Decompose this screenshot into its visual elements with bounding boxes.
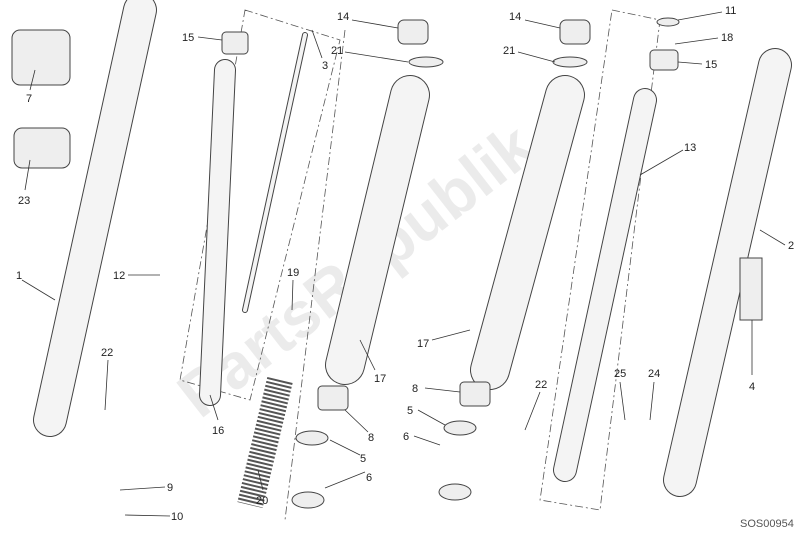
fork-leg-13 bbox=[553, 88, 657, 482]
seal-6 bbox=[291, 491, 325, 509]
callout-6: 6 bbox=[366, 472, 372, 484]
callout-14b: 14 bbox=[509, 11, 521, 23]
part-8 bbox=[317, 385, 349, 411]
part-14b bbox=[559, 19, 591, 45]
fork-leg-1 bbox=[33, 0, 157, 437]
part-8b bbox=[459, 381, 491, 407]
callout-2: 2 bbox=[788, 240, 794, 252]
part-15b bbox=[649, 49, 679, 71]
callout-21b: 21 bbox=[503, 45, 515, 57]
callout-7: 7 bbox=[26, 93, 32, 105]
group-outline-mid bbox=[284, 29, 346, 521]
callout-17: 17 bbox=[374, 373, 386, 385]
callout-19: 19 bbox=[287, 267, 299, 279]
drawing-code: SOS00954 bbox=[740, 518, 794, 530]
part-4 bbox=[739, 257, 763, 321]
callout-16: 16 bbox=[212, 425, 224, 437]
callout-13: 13 bbox=[684, 142, 696, 154]
callout-18: 18 bbox=[721, 32, 733, 44]
callout-21: 21 bbox=[331, 45, 343, 57]
callout-15b: 15 bbox=[705, 59, 717, 71]
callout-22b: 22 bbox=[535, 379, 547, 391]
group-outline-left bbox=[179, 9, 341, 401]
spring-20 bbox=[237, 376, 293, 509]
fork-leg-2 bbox=[663, 48, 792, 497]
fork-leg-12 bbox=[199, 59, 236, 406]
callout-3: 3 bbox=[322, 60, 328, 72]
part-23 bbox=[13, 127, 71, 169]
callout-14: 14 bbox=[337, 11, 349, 23]
callout-12: 12 bbox=[113, 270, 125, 282]
group-outline-right bbox=[539, 9, 661, 511]
callout-8b: 8 bbox=[412, 383, 418, 395]
callout-6b: 6 bbox=[403, 431, 409, 443]
oring-21b bbox=[552, 56, 588, 68]
fork-tube-17b bbox=[470, 75, 585, 390]
callout-11: 11 bbox=[725, 5, 736, 17]
callout-22: 22 bbox=[101, 347, 113, 359]
part-14 bbox=[397, 19, 429, 45]
callout-5: 5 bbox=[360, 453, 366, 465]
callout-8: 8 bbox=[368, 432, 374, 444]
seal-6b bbox=[438, 483, 472, 501]
fork-tube-17 bbox=[325, 75, 430, 385]
callout-15: 15 bbox=[182, 32, 194, 44]
callout-5b: 5 bbox=[407, 405, 413, 417]
callout-23: 23 bbox=[18, 195, 30, 207]
callout-25: 25 bbox=[614, 368, 626, 380]
washer-5 bbox=[295, 430, 329, 446]
callout-9: 9 bbox=[167, 482, 173, 494]
rod-3 bbox=[242, 32, 308, 313]
callout-4: 4 bbox=[749, 381, 755, 393]
washer-5b bbox=[443, 420, 477, 436]
callout-17b: 17 bbox=[417, 338, 429, 350]
part-7 bbox=[11, 29, 71, 86]
callout-20: 20 bbox=[256, 495, 268, 507]
part-11 bbox=[656, 17, 680, 27]
part-15 bbox=[221, 31, 249, 55]
oring-21 bbox=[408, 56, 444, 68]
callout-10: 10 bbox=[171, 511, 183, 523]
callout-1: 1 bbox=[16, 270, 22, 282]
callout-24: 24 bbox=[648, 368, 660, 380]
